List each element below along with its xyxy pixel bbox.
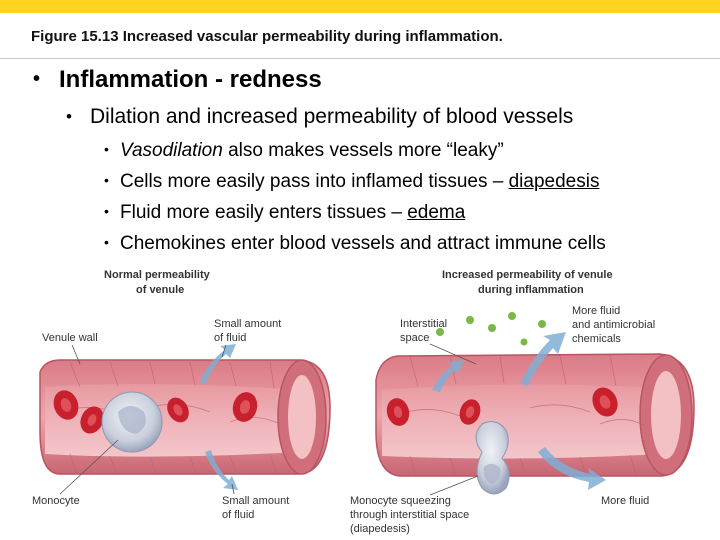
label-small-fluid-top-1: Small amount xyxy=(214,318,281,330)
point-vasodilation: • Vasodilation also makes vessels more “l… xyxy=(104,140,504,162)
point-diapedesis: • Cells more easily pass into inflamed ti… xyxy=(104,171,599,193)
bullet-marker: • xyxy=(104,203,109,219)
right-vessel-opening-inner xyxy=(651,371,681,459)
right-title-line2: during inflammation xyxy=(478,284,584,296)
bullet-marker: • xyxy=(104,141,109,157)
left-monocyte xyxy=(101,391,163,453)
label-monocyte: Monocyte xyxy=(32,495,80,507)
left-vessel-opening-inner xyxy=(288,375,316,459)
point-edema: • Fluid more easily enters tissues – edem… xyxy=(104,202,465,224)
label-small-fluid-top-2: of fluid xyxy=(214,332,246,344)
leader-monocyte xyxy=(59,439,119,495)
bullet-main-text: Inflammation - redness xyxy=(59,66,322,93)
point-text: Chemokines enter blood vessels and attra… xyxy=(120,233,606,254)
bullet-sub-text: Dilation and increased permeability of b… xyxy=(90,105,574,128)
label-monocyte-squeezing-1: Monocyte squeezing xyxy=(350,495,451,507)
left-fluid-arrows xyxy=(200,344,238,490)
label-small-fluid-bottom-1: Small amount xyxy=(222,495,289,507)
bullet-marker: • xyxy=(33,68,41,90)
bullet-main: • Inflammation - redness xyxy=(33,66,322,94)
label-more-fluid-top-3: chemicals xyxy=(572,333,621,345)
vascular-permeability-figure: Normal permeability of venule xyxy=(32,269,695,535)
right-fluid-arrows xyxy=(432,332,606,490)
leader-small-fluid-bottom xyxy=(231,483,235,495)
label-monocyte-squeezing-3: (diapedesis) xyxy=(350,523,410,535)
left-panel: Normal permeability of venule xyxy=(32,269,331,521)
point-text: Fluid more easily enters tissues – xyxy=(120,202,408,223)
leader-monocyte-squeezing xyxy=(429,475,479,496)
left-title-line2: of venule xyxy=(136,284,184,296)
point-text: also makes vessels more “leaky” xyxy=(222,140,504,161)
figure-title: Figure 15.13 Increased vascular permeabi… xyxy=(31,28,503,45)
right-monocyte xyxy=(475,421,510,495)
left-red-blood-cells xyxy=(53,390,258,434)
point-term: diapedesis xyxy=(508,171,600,192)
point-term: Vasodilation xyxy=(120,140,223,161)
leader-interstitial xyxy=(429,343,477,365)
right-vessel-lumen xyxy=(382,384,669,459)
label-interstitial-1: Interstitial xyxy=(400,318,447,330)
bullet-sub: • Dilation and increased permeability of … xyxy=(66,105,573,129)
label-venule-wall: Venule wall xyxy=(42,332,98,344)
label-small-fluid-bottom-2: of fluid xyxy=(222,509,254,521)
label-monocyte-squeezing-2: through interstitial space xyxy=(350,509,469,521)
leader-small-fluid-top xyxy=(221,344,227,358)
label-more-fluid-top-2: and antimicrobial xyxy=(572,319,655,331)
left-title-line1: Normal permeability xyxy=(104,269,211,281)
bullet-marker: • xyxy=(104,172,109,188)
point-chemokines: • Chemokines enter blood vessels and attr… xyxy=(104,233,606,255)
label-more-fluid-top-1: More fluid xyxy=(572,305,620,317)
right-red-blood-cells xyxy=(386,387,618,426)
right-panel: Increased permeability of venule during … xyxy=(350,269,695,535)
antimicrobial-chemicals xyxy=(436,312,546,346)
bullet-marker: • xyxy=(104,234,109,250)
right-title-line1: Increased permeability of venule xyxy=(442,269,613,281)
label-more-fluid-bottom: More fluid xyxy=(601,495,649,507)
leader-venule-wall xyxy=(71,344,81,365)
title-divider xyxy=(0,58,720,59)
label-interstitial-2: space xyxy=(400,332,429,344)
accent-bar xyxy=(0,0,720,13)
point-term: edema xyxy=(407,202,466,223)
point-text: Cells more easily pass into inflamed tis… xyxy=(120,171,509,192)
bullet-marker: • xyxy=(66,107,72,126)
